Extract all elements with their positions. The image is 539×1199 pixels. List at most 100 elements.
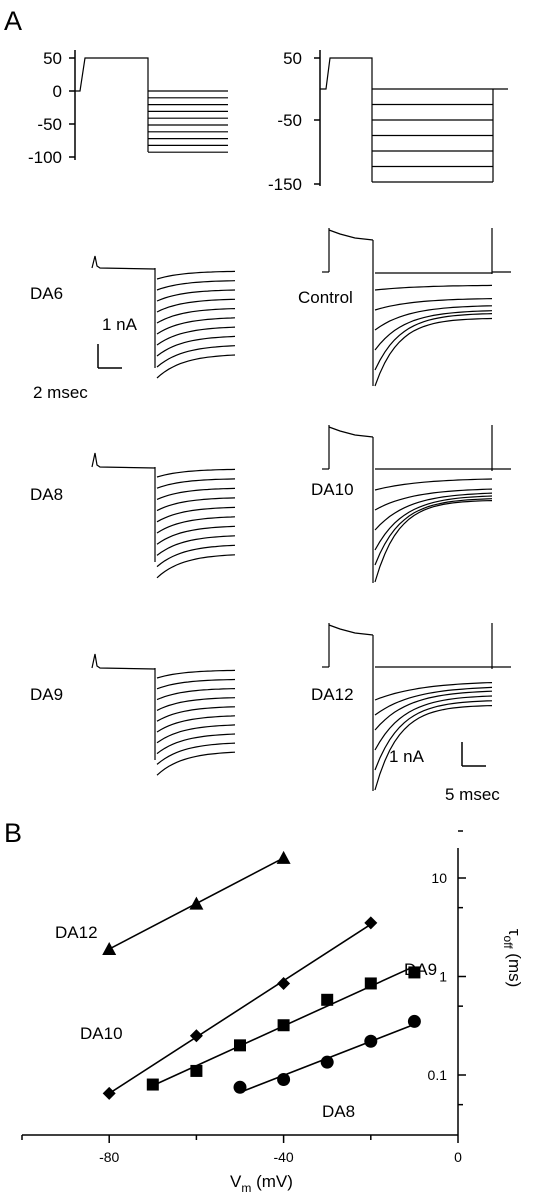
data-point [277, 1073, 291, 1087]
series-label-da12: DA12 [55, 923, 98, 942]
current-trace [156, 733, 236, 755]
trace-baseline [91, 255, 156, 270]
series-da10 [102, 916, 378, 1100]
series-da8 [233, 1014, 421, 1094]
scale-right-current: 1 nA [389, 747, 425, 766]
data-point [102, 942, 117, 956]
series-da12 [102, 850, 291, 956]
panel-a-letter: A [4, 6, 22, 36]
trace-baseline [328, 229, 374, 241]
data-point [190, 1064, 203, 1077]
current-trace [156, 354, 236, 379]
protocol-left-tick-label: -100 [28, 148, 62, 167]
protocol-right-tick-label: 50 [283, 49, 302, 68]
current-trace [374, 686, 493, 716]
series-label-da9: DA9 [404, 960, 437, 979]
current-trace [374, 305, 493, 331]
data-point [321, 993, 334, 1006]
y-ticks: 0.1 1 10 [428, 830, 466, 1106]
data-point [364, 977, 377, 990]
current-trace [374, 690, 493, 731]
current-trace [156, 468, 236, 478]
data-point [364, 916, 378, 930]
current-trace-panel [91, 255, 236, 379]
current-trace [156, 317, 236, 335]
data-point [189, 1029, 203, 1043]
scale-bar-right: 1 nA 5 msec [389, 742, 500, 804]
current-trace [374, 498, 493, 566]
x-tick-label: 0 [454, 1149, 462, 1165]
protocol-left-tick-label: -50 [37, 115, 62, 134]
current-trace [156, 688, 236, 701]
current-trace [374, 495, 493, 551]
x-ticks: -80 -40 0 [21, 1135, 462, 1165]
y-tick-label: 0.1 [428, 1067, 448, 1083]
x-axis-label: Vm (mV) [230, 1172, 293, 1195]
y-tick-label: 1 [439, 969, 447, 985]
current-trace [374, 298, 493, 311]
current-trace-panel [322, 623, 511, 791]
scale-right-time: 5 msec [445, 785, 500, 804]
current-trace-panel [91, 452, 236, 579]
current-trace [156, 669, 236, 679]
current-traces [91, 228, 511, 791]
current-trace [156, 345, 236, 368]
current-trace [374, 492, 493, 531]
current-trace [156, 706, 236, 722]
data-point [408, 966, 421, 979]
current-trace [156, 326, 236, 346]
fit-line [108, 923, 372, 1095]
current-trace [156, 742, 236, 765]
y-tick-label: 10 [431, 870, 447, 886]
current-trace [156, 751, 236, 776]
current-trace [156, 280, 236, 291]
protocol-left-steps [75, 57, 228, 153]
panel-b-letter: B [4, 818, 22, 848]
trace-baseline [328, 624, 374, 636]
voltage-protocol-left: 50 0 -50 -100 [28, 49, 228, 167]
da12-label: DA12 [311, 685, 354, 704]
protocol-step-path [320, 57, 373, 90]
current-trace [374, 478, 493, 491]
data-point [364, 1034, 378, 1048]
current-trace [374, 695, 493, 751]
x-tick-label: -40 [273, 1149, 293, 1165]
current-trace [156, 487, 236, 500]
protocol-left-tick-label: 0 [53, 82, 62, 101]
current-trace [156, 554, 236, 579]
protocol-right-tick-label: -150 [268, 175, 302, 194]
trace-baseline [91, 452, 156, 469]
data-point [320, 1055, 334, 1069]
current-trace [374, 682, 493, 701]
series-group [102, 850, 421, 1100]
data-point [407, 1014, 421, 1028]
current-trace [374, 705, 493, 791]
current-trace [374, 500, 493, 583]
protocol-right-tick-label: -50 [277, 111, 302, 130]
trace-baseline [91, 653, 156, 670]
current-trace [156, 715, 236, 733]
current-trace-panel [322, 425, 511, 583]
current-trace [156, 678, 236, 690]
data-point [146, 1078, 159, 1091]
current-trace [156, 478, 236, 489]
data-point [189, 896, 204, 910]
data-point [234, 1039, 246, 1052]
current-trace [156, 516, 236, 534]
x-tick-label: -80 [99, 1149, 119, 1165]
data-point [233, 1080, 247, 1094]
current-trace [374, 317, 493, 387]
data-point [276, 850, 291, 864]
protocol-left-axis [69, 50, 76, 160]
current-trace [374, 313, 493, 371]
current-trace [156, 724, 236, 744]
data-point [277, 976, 291, 990]
current-trace [156, 506, 236, 523]
series-label-da8: DA8 [322, 1102, 355, 1121]
current-trace [156, 298, 236, 313]
da9-label: DA9 [30, 685, 63, 704]
scale-left-current: 1 nA [102, 315, 138, 334]
da6-label: DA6 [30, 284, 63, 303]
